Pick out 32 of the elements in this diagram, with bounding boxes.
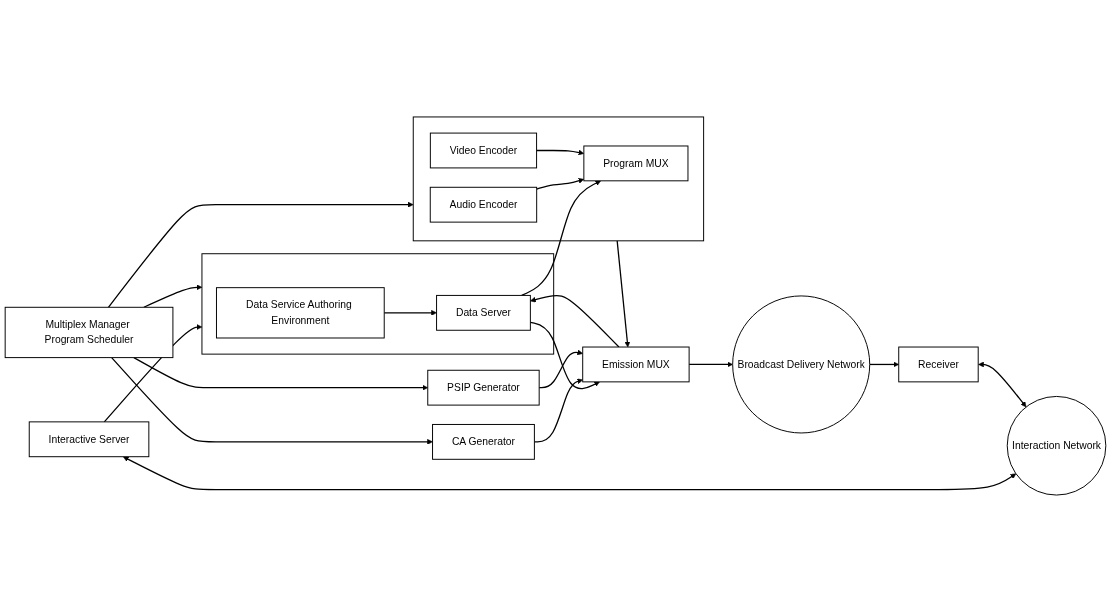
node-box: PSIP Generator xyxy=(427,369,540,406)
arrow xyxy=(536,178,585,190)
arrow xyxy=(529,321,600,390)
arrow xyxy=(535,149,585,156)
node-circle: Broadcast Delivery Network xyxy=(732,295,871,434)
node-box: Video Encoder xyxy=(429,132,538,169)
arrow xyxy=(869,361,899,368)
arrow xyxy=(978,361,1027,408)
arrow xyxy=(143,284,203,308)
node-box: Data Server xyxy=(436,294,531,331)
arrow xyxy=(111,356,433,445)
node-box: Interactive Server xyxy=(28,421,150,458)
arrow xyxy=(688,361,733,368)
node-box: CA Generator xyxy=(432,423,535,460)
arrow xyxy=(107,201,414,308)
node-box: Receiver xyxy=(898,346,979,383)
node-box: Program MUX xyxy=(583,145,689,182)
arrow xyxy=(133,356,428,391)
arrow xyxy=(383,310,437,316)
arrow xyxy=(530,294,620,348)
arrow xyxy=(538,349,583,389)
node-box: Emission MUX xyxy=(582,346,690,383)
node-box: Multiplex Manager Program Scheduler xyxy=(4,306,174,359)
arrow xyxy=(521,180,601,297)
arrow xyxy=(616,240,631,348)
arrow xyxy=(533,378,583,443)
cluster xyxy=(201,253,555,355)
arrow xyxy=(123,456,1017,491)
node-box: Audio Encoder xyxy=(429,186,538,223)
node-box: Data Service Authoring Environment xyxy=(215,287,385,339)
node-circle: Interaction Network xyxy=(1006,395,1107,496)
cluster xyxy=(412,116,705,242)
